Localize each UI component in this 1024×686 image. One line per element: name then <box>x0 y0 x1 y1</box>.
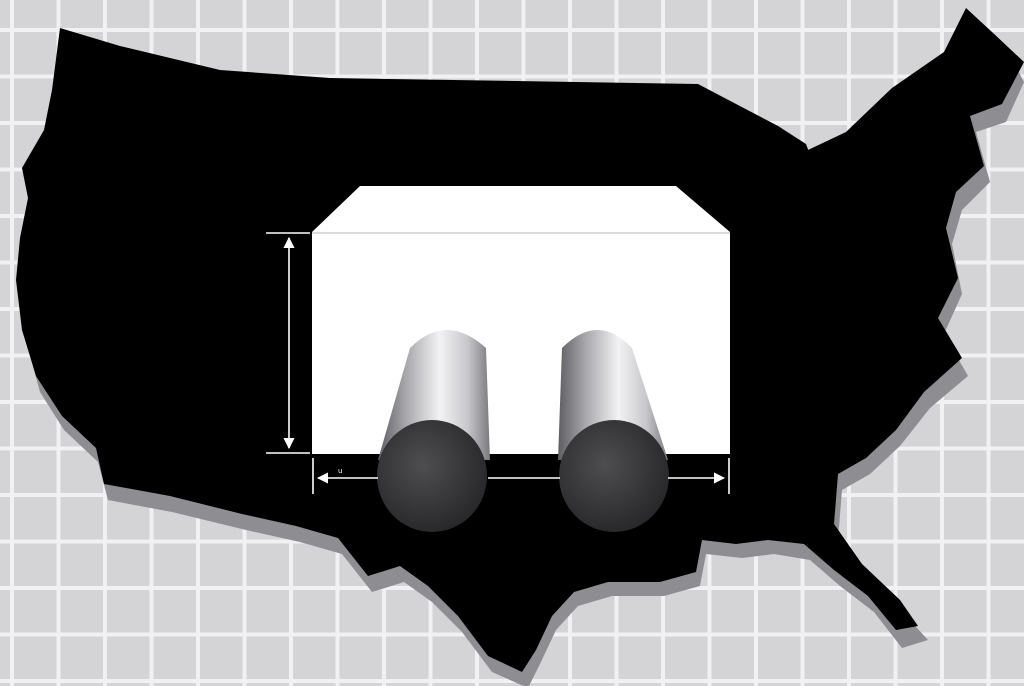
rectangular-block <box>312 186 730 454</box>
cylinder-left-end <box>377 420 487 532</box>
cylinder-right <box>558 330 669 532</box>
block-front-face <box>312 232 730 454</box>
width-marker-label: u <box>338 467 342 475</box>
width-dimension-arrow <box>312 458 730 494</box>
block-top-face <box>312 186 730 232</box>
cylinder-left <box>377 330 490 532</box>
great-lakes-notch <box>774 126 812 166</box>
cylinder-right-end <box>559 420 669 532</box>
height-dimension-arrow <box>266 232 310 454</box>
